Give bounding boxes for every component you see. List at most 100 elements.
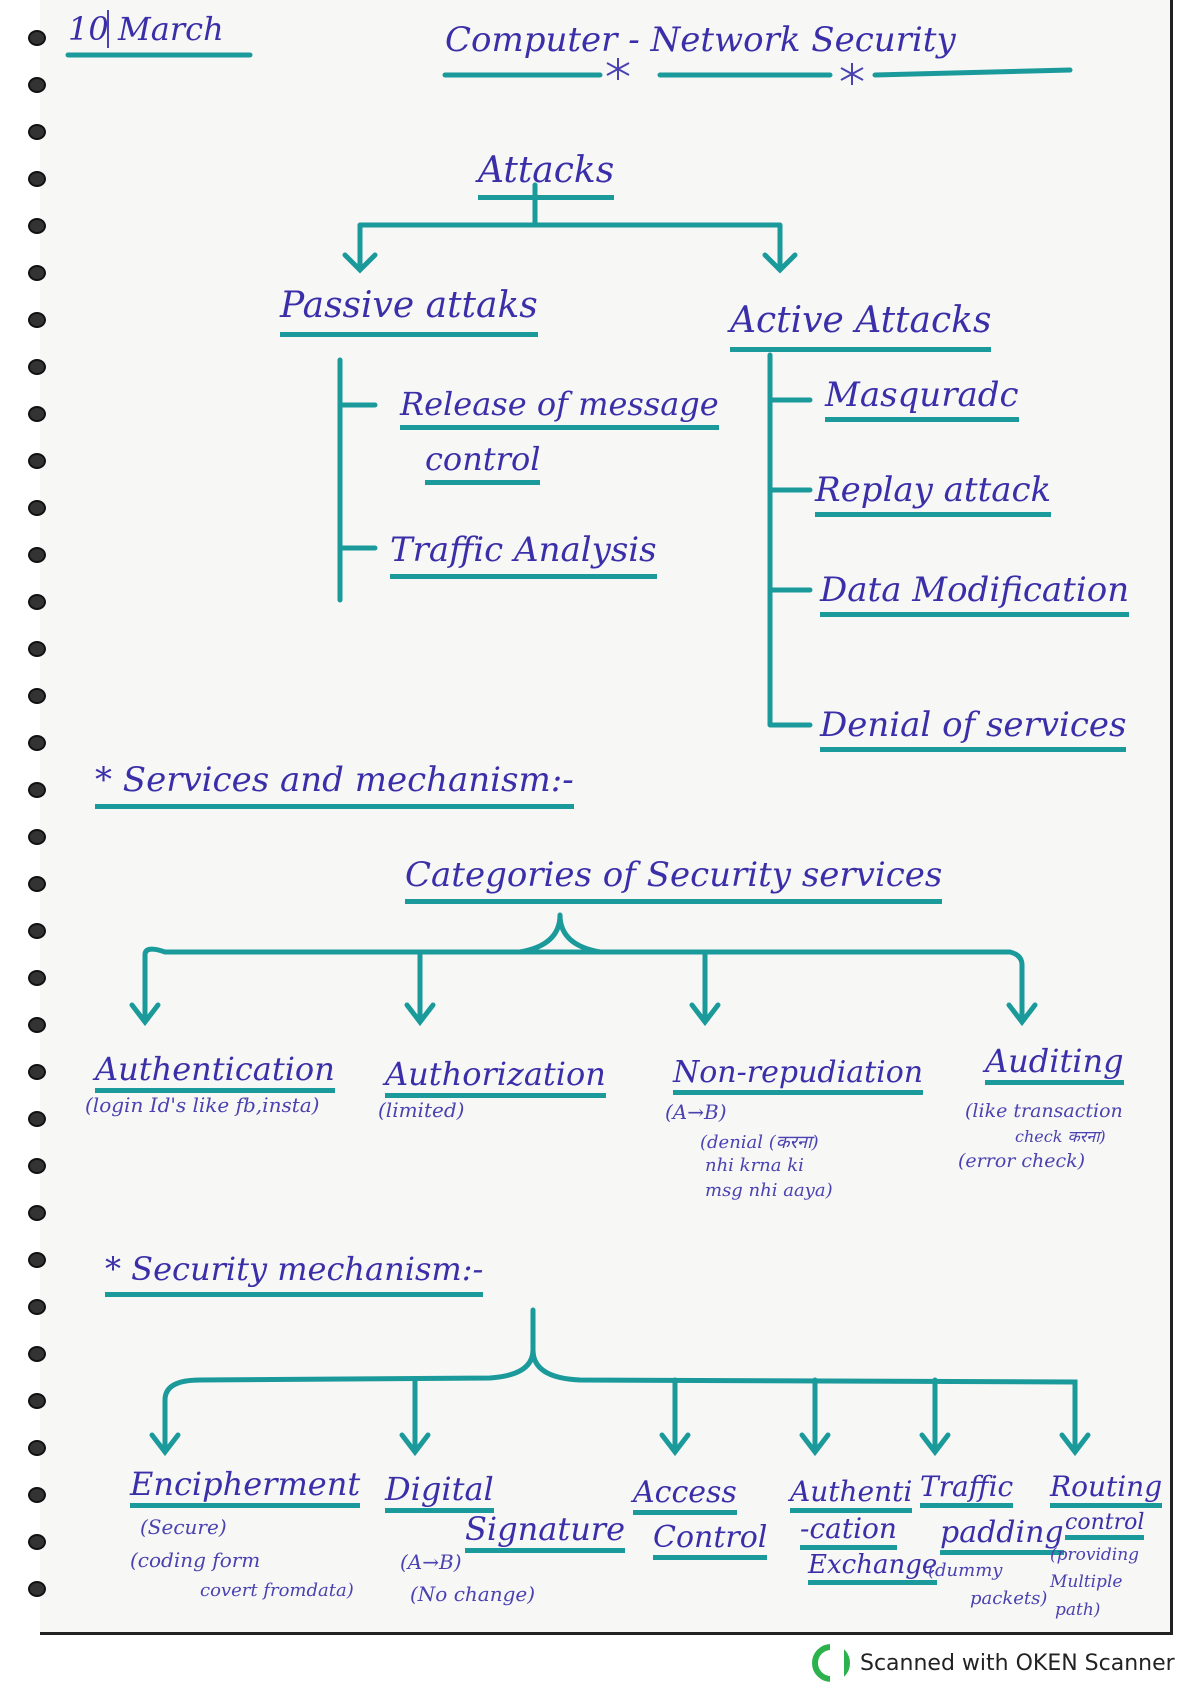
binding-ring bbox=[28, 1534, 46, 1550]
binding-ring bbox=[28, 1487, 46, 1503]
active-item: Denial of services bbox=[820, 705, 1127, 752]
mechanism-label: Control bbox=[653, 1520, 768, 1560]
binding-ring bbox=[28, 1158, 46, 1174]
mechanism-label: Access bbox=[633, 1475, 737, 1515]
mechanism-note: Multiple bbox=[1050, 1572, 1123, 1592]
scanner-watermark: Scanned with OKEN Scanner bbox=[812, 1644, 1175, 1682]
mechanism-note: (Secure) bbox=[140, 1515, 227, 1539]
service-note: (denial (करना) bbox=[700, 1132, 819, 1153]
binding-ring bbox=[28, 1393, 46, 1409]
mechanism-label: Digital bbox=[385, 1470, 494, 1513]
service-label: Non-repudiation bbox=[673, 1055, 924, 1095]
service-note: nhi krna ki bbox=[705, 1155, 804, 1176]
passive-item: Traffic Analysis bbox=[390, 530, 657, 579]
mechanism-label: control bbox=[1065, 1510, 1145, 1540]
star-icon bbox=[606, 58, 630, 80]
mechanism-label: Signature bbox=[465, 1510, 626, 1553]
categories-title: Categories of Security services bbox=[405, 855, 943, 904]
binding-ring bbox=[28, 688, 46, 704]
arrow-right-head bbox=[762, 252, 798, 274]
binding-ring bbox=[28, 171, 46, 187]
service-label: Auditing bbox=[985, 1042, 1124, 1085]
binding-ring bbox=[28, 594, 46, 610]
active-branch bbox=[767, 352, 813, 728]
mechanism-note: packets) bbox=[970, 1588, 1048, 1609]
star-icon bbox=[840, 63, 864, 85]
binding-ring bbox=[28, 782, 46, 798]
spiral-binding bbox=[28, 30, 52, 1630]
services-heading: * Services and mechanism:- bbox=[95, 760, 574, 809]
mechanism-note: (providing bbox=[1050, 1545, 1140, 1565]
binding-ring bbox=[28, 406, 46, 422]
mechanism-label: Exchange bbox=[808, 1550, 938, 1585]
binding-ring bbox=[28, 641, 46, 657]
binding-ring bbox=[28, 735, 46, 751]
binding-ring bbox=[28, 1064, 46, 1080]
binding-ring bbox=[28, 218, 46, 234]
attacks-heading: Attacks bbox=[478, 150, 615, 200]
mechanism-connector bbox=[162, 1307, 1078, 1453]
binding-ring bbox=[28, 1299, 46, 1315]
service-note: (login Id's like fb,insta) bbox=[85, 1093, 320, 1117]
service-label: Authorization bbox=[385, 1055, 606, 1098]
mechanism-note: (A→B) bbox=[400, 1550, 462, 1574]
service-note: (limited) bbox=[378, 1098, 465, 1122]
mechanism-note: (No change) bbox=[410, 1582, 536, 1606]
services-connector bbox=[142, 912, 1025, 968]
binding-ring bbox=[28, 124, 46, 140]
mechanism-note: (coding form bbox=[130, 1548, 261, 1572]
binding-ring bbox=[28, 265, 46, 281]
service-note: check करना) bbox=[1015, 1127, 1106, 1146]
passive-branch bbox=[337, 357, 378, 603]
binding-ring bbox=[28, 1252, 46, 1268]
notebook-page bbox=[40, 0, 1173, 1635]
binding-ring bbox=[28, 453, 46, 469]
binding-ring bbox=[28, 876, 46, 892]
page-title: Computer - Network Security bbox=[445, 20, 956, 60]
binding-ring bbox=[28, 829, 46, 845]
service-note: (A→B) bbox=[665, 1100, 727, 1124]
binding-ring bbox=[28, 970, 46, 986]
mechanism-label: padding bbox=[940, 1515, 1064, 1555]
scanner-logo-icon bbox=[812, 1644, 850, 1682]
binding-ring bbox=[28, 1581, 46, 1597]
mechanism-note: path) bbox=[1055, 1600, 1101, 1620]
mechanism-label: Authenti bbox=[790, 1475, 913, 1513]
service-note: (like transaction bbox=[965, 1100, 1123, 1122]
binding-ring bbox=[28, 547, 46, 563]
service-note: (error check) bbox=[958, 1150, 1086, 1172]
binding-ring bbox=[28, 1346, 46, 1362]
active-item: Replay attack bbox=[815, 470, 1052, 517]
mechanism-heading: * Security mechanism:- bbox=[105, 1250, 484, 1297]
mechanism-label: Traffic bbox=[920, 1470, 1014, 1508]
binding-ring bbox=[28, 1017, 46, 1033]
binding-ring bbox=[28, 312, 46, 328]
binding-ring bbox=[28, 1205, 46, 1221]
passive-item: Release of message bbox=[400, 385, 719, 430]
mechanism-label: -cation bbox=[800, 1512, 897, 1550]
binding-ring bbox=[28, 500, 46, 516]
binding-ring bbox=[28, 1111, 46, 1127]
date-number: 10 bbox=[68, 10, 109, 48]
passive-attacks-label: Passive attaks bbox=[280, 285, 538, 337]
mechanism-label: Routing bbox=[1050, 1470, 1163, 1508]
arrow-left-head bbox=[342, 252, 378, 274]
binding-ring bbox=[28, 77, 46, 93]
binding-ring bbox=[28, 359, 46, 375]
date-month: March bbox=[118, 10, 224, 48]
binding-ring bbox=[28, 30, 46, 46]
mechanism-note: (dummy bbox=[928, 1560, 1003, 1581]
service-label: Authentication bbox=[95, 1050, 335, 1093]
binding-ring bbox=[28, 923, 46, 939]
passive-item: control bbox=[425, 440, 541, 485]
mechanism-note: covert fromdata) bbox=[200, 1580, 354, 1601]
active-item: Masquradc bbox=[825, 375, 1019, 422]
mechanism-label: Encipherment bbox=[130, 1465, 361, 1508]
active-item: Data Modification bbox=[820, 570, 1130, 617]
attacks-connector bbox=[357, 182, 783, 271]
service-note: msg nhi aaya) bbox=[705, 1180, 833, 1201]
scanner-text: Scanned with OKEN Scanner bbox=[860, 1650, 1175, 1676]
active-attacks-label: Active Attacks bbox=[730, 300, 992, 352]
binding-ring bbox=[28, 1440, 46, 1456]
